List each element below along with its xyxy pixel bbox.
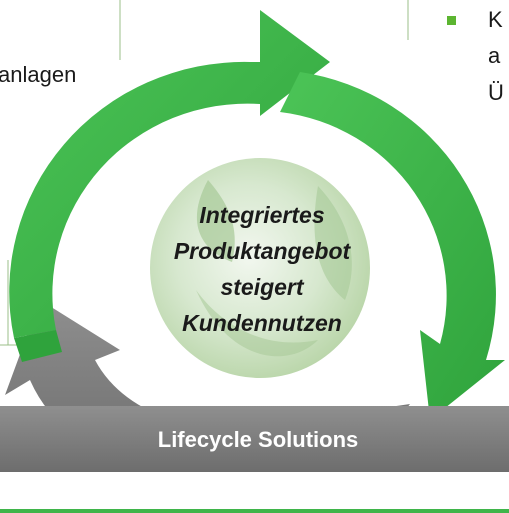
lifecycle-banner-label: Lifecycle Solutions [158, 427, 359, 452]
lifecycle-banner: Lifecycle Solutions [0, 406, 509, 472]
right-panel-line-2: a [488, 43, 501, 68]
center-caption-line-4: Kundennutzen [182, 310, 342, 336]
bottom-green-edge [0, 509, 509, 513]
center-caption-line-1: Integriertes [199, 202, 324, 228]
center-caption: Integriertes Produktangebot steigert Kun… [174, 202, 352, 336]
green-cycle-arrow [9, 10, 505, 420]
center-caption-line-2: Produktangebot [174, 238, 352, 264]
center-sphere [150, 158, 370, 378]
right-panel-line-1: K [488, 7, 503, 32]
green-cycle-tail [14, 330, 62, 362]
square-bullet-icon [447, 16, 456, 25]
center-caption-line-3: steigert [220, 274, 304, 300]
right-panel-line-3: Ü [488, 80, 504, 105]
left-panel-text: anlagen [0, 62, 76, 87]
